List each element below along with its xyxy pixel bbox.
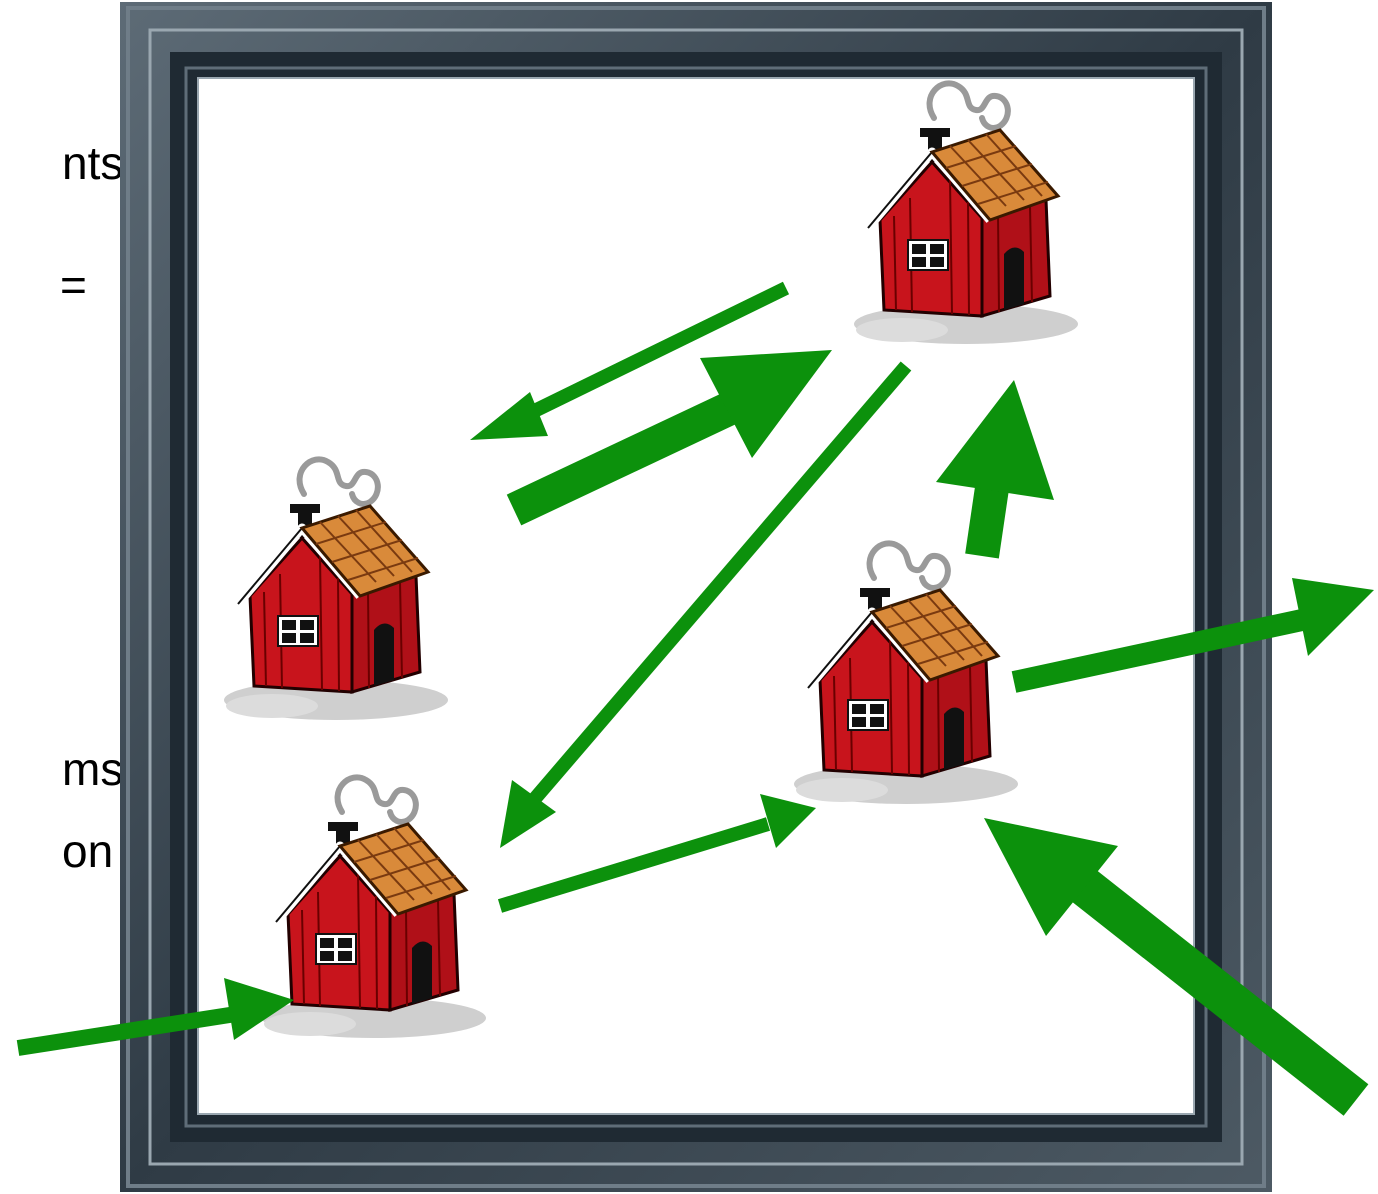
diagram-canvas: [0, 0, 1378, 1194]
